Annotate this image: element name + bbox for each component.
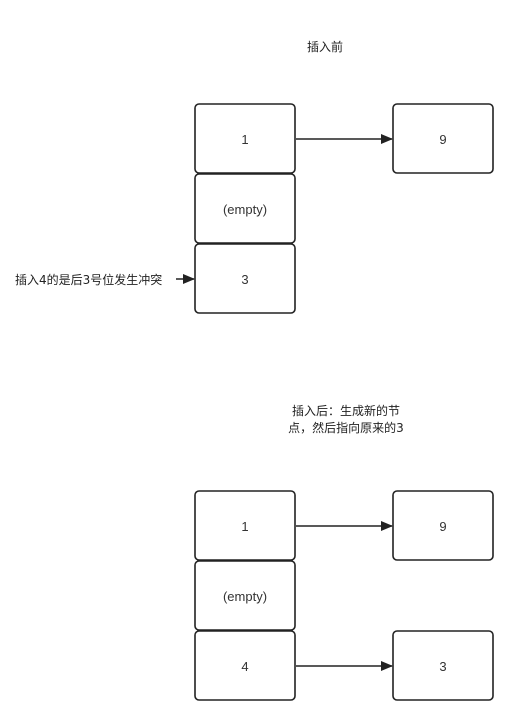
after-node-9: 9 <box>392 490 494 561</box>
before-node-1-label: 1 <box>241 132 248 147</box>
after-node-1-label: 1 <box>241 519 248 534</box>
after-node-3: 3 <box>392 630 494 701</box>
before-node-empty: (empty) <box>194 173 296 244</box>
after-node-9-label: 9 <box>439 519 446 534</box>
before-title: 插入前 <box>307 39 343 54</box>
before-node-9: 9 <box>392 103 494 174</box>
before-node-empty-label: (empty) <box>223 202 267 217</box>
before-node-1: 1 <box>194 103 296 174</box>
before-annotation: 插入4的是后3号位发生冲突 <box>15 272 162 287</box>
after-title-line-1: 插入后：生成新的节 <box>292 403 400 418</box>
after-node-empty-label: (empty) <box>223 589 267 604</box>
after-node-4-label: 4 <box>241 659 248 674</box>
before-node-3: 3 <box>194 243 296 314</box>
after-node-1: 1 <box>194 490 296 561</box>
before-node-9-label: 9 <box>439 132 446 147</box>
after-node-4: 4 <box>194 630 296 701</box>
after-node-3-label: 3 <box>439 659 446 674</box>
before-node-3-label: 3 <box>241 272 248 287</box>
after-title-line-2: 点，然后指向原来的3 <box>288 420 404 435</box>
after-node-empty: (empty) <box>194 560 296 631</box>
